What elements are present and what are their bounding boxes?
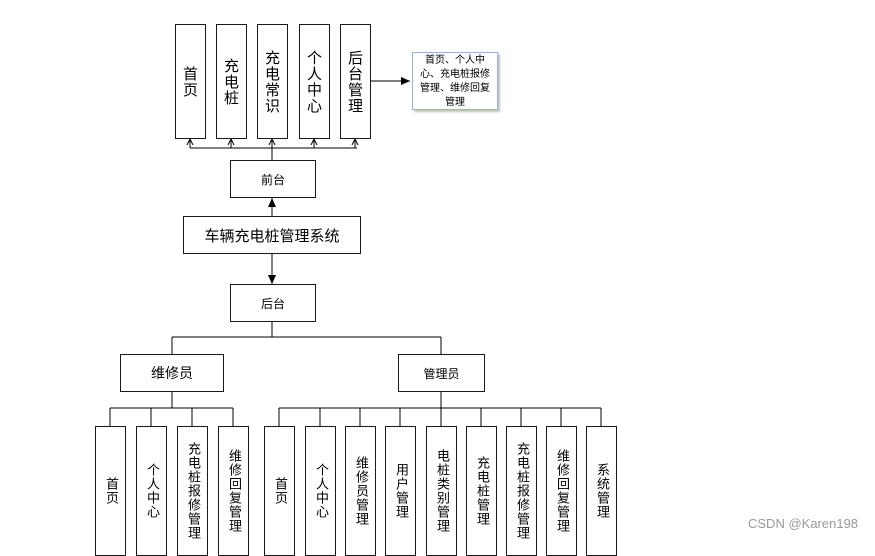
role-repairer-node: 维修员 [120, 354, 224, 392]
system-root-node: 车辆充电桩管理系统 [183, 216, 361, 254]
repairer-module-home: 首页 [95, 426, 126, 556]
watermark: CSDN @Karen198 [748, 516, 859, 531]
front-module-charging-knowledge: 充电常识 [257, 24, 288, 139]
frontend-node: 前台 [230, 160, 316, 198]
backend-admin-note: 首页、个人中心、充电桩报修管理、维修回复管理 [412, 52, 498, 110]
admin-module-personal-center: 个人中心 [305, 426, 336, 556]
role-admin-node: 管理员 [398, 354, 485, 392]
backend-node: 后台 [230, 284, 316, 322]
admin-module-user-management: 用户管理 [385, 426, 416, 556]
front-module-personal-center: 个人中心 [299, 24, 330, 139]
admin-module-pile-category: 电桩类别管理 [426, 426, 457, 556]
front-module-home: 首页 [175, 24, 206, 139]
repairer-module-repair-reply: 维修回复管理 [218, 426, 249, 556]
admin-module-repairer-management: 维修员管理 [345, 426, 376, 556]
front-module-backend-admin: 后台管理 [340, 24, 371, 139]
admin-module-pile-management: 充电桩管理 [466, 426, 497, 556]
front-module-charging-pile: 充电桩 [216, 24, 247, 139]
admin-module-home: 首页 [264, 426, 295, 556]
admin-module-system-management: 系统管理 [586, 426, 617, 556]
repairer-module-personal-center: 个人中心 [136, 426, 167, 556]
repairer-module-pile-repair: 充电桩报修管理 [177, 426, 208, 556]
admin-module-repair-reply: 维修回复管理 [546, 426, 577, 556]
connector-lines [109, 77, 602, 426]
admin-module-pile-repair: 充电桩报修管理 [506, 426, 537, 556]
